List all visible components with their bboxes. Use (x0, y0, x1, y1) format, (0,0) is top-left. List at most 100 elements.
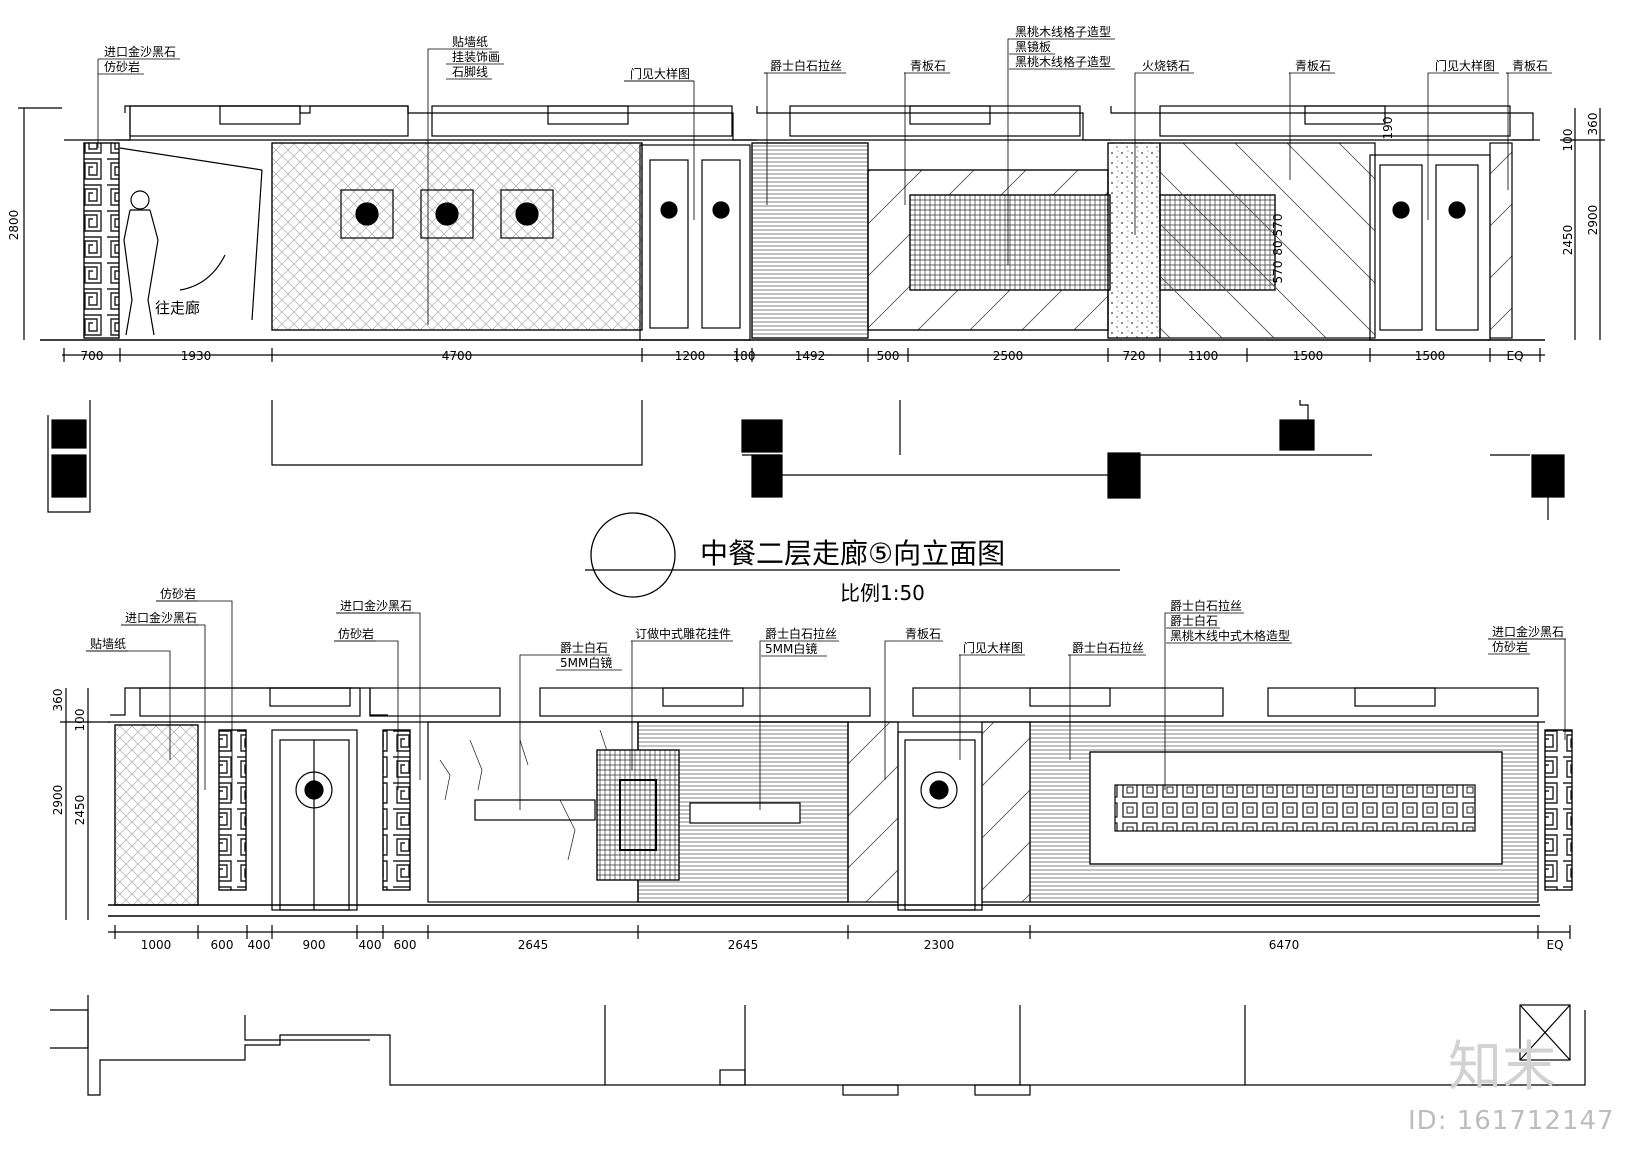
bottom-left-height-2450: 2450 (73, 795, 87, 826)
top-dim-label: 500 (877, 349, 900, 363)
top-label-text: 贴墙纸 (452, 35, 488, 49)
top-label-3: 门见大样图 (624, 66, 695, 220)
top-dim-label: 1500 (1415, 349, 1446, 363)
top-label-text: 爵士白石拉丝 (770, 58, 842, 73)
bottom-label-1: 贴墙纸 (86, 637, 171, 760)
bottom-label-text: 5MM白镜 (765, 641, 817, 656)
top-right-height-2900: 2900 (1586, 205, 1600, 236)
bottom-dim-label: 600 (211, 938, 234, 952)
top-dim-label: EQ (1506, 349, 1523, 363)
bottom-label-text: 爵士白石拉丝 (1072, 640, 1144, 655)
top-wood-grid (909, 194, 1111, 291)
bottom-label-text: 进口金沙黑石 (125, 610, 197, 625)
bottom-label-text: 订做中式雕花挂件 (635, 626, 731, 641)
top-label-4: 爵士白石拉丝 (764, 58, 846, 205)
top-dim-label: 1492 (795, 349, 826, 363)
top-plan-strip (47, 400, 1565, 520)
bottom-wallpaper-panel (114, 724, 199, 906)
bottom-door-2 (897, 731, 983, 911)
top-ceiling-profile (64, 105, 1540, 141)
top-fret-panel (83, 142, 120, 339)
top-dim-label: 1930 (181, 349, 212, 363)
top-label-text: 黑镜板 (1015, 39, 1051, 54)
top-dim-label: 1500 (1293, 349, 1324, 363)
bottom-left-height-360: 360 (51, 689, 65, 712)
top-dim-label: 700 (81, 349, 104, 363)
top-striped-panel (751, 142, 869, 339)
bottom-fret-panel-3 (1544, 729, 1573, 891)
bottom-label-text: 爵士白石拉丝 (765, 626, 837, 641)
inner-height-3: 570 (1271, 261, 1285, 284)
top-right-height-190: 190 (1381, 117, 1395, 140)
top-label-text: 门见大样图 (630, 66, 690, 81)
bottom-label-text: 青板石 (905, 627, 941, 641)
bottom-fret-panel-1 (218, 729, 247, 891)
top-label-text: 青板石 (1295, 59, 1331, 73)
watermark-id: ID: 161712147 (1408, 1106, 1615, 1136)
top-label-text: 挂装饰画 (452, 50, 500, 64)
bottom-door-1 (271, 729, 358, 911)
top-label-text: 石脚线 (452, 64, 488, 79)
bottom-label-5: 仿砂岩 (334, 626, 399, 790)
top-label-7: 火烧锈石 (1134, 59, 1194, 235)
bottom-label-text: 5MM白镜 (560, 655, 612, 670)
bottom-label-2: 进口金沙黑石 (121, 610, 206, 790)
bottom-dim-label: 1000 (141, 938, 172, 952)
top-framed-art (340, 189, 554, 239)
bottom-label-7: 订做中式雕花挂件 (631, 626, 733, 770)
bottom-label-4: 进口金沙黑石 (336, 598, 421, 780)
bottom-label-text: 爵士白石 (1170, 613, 1218, 628)
bottom-carved-hanging (596, 749, 680, 881)
bottom-plan-strip (50, 995, 1586, 1096)
bottom-elevation (50, 687, 1586, 1096)
bottom-label-text: 仿砂岩 (1492, 639, 1528, 654)
bottom-label-11: 爵士白石拉丝 (1068, 640, 1146, 760)
top-door-left (639, 144, 751, 341)
top-dim-label: 4700 (442, 349, 473, 363)
top-dim-label: 180 (733, 349, 756, 363)
top-label-text: 门见大样图 (1435, 58, 1495, 73)
bottom-label-3: 仿砂岩 (156, 586, 233, 800)
top-right-height-360: 360 (1586, 113, 1600, 136)
drawing-title: 中餐二层走廊⑤向立面图 (700, 537, 1005, 570)
top-dim-label: 1200 (675, 349, 706, 363)
top-label-9: 门见大样图 (1427, 58, 1499, 220)
top-wallpaper-panel (271, 142, 643, 331)
top-label-text: 进口金沙黑石 (104, 44, 176, 59)
top-label-5: 青板石 (904, 59, 950, 205)
inner-height-1: 570 (1271, 214, 1285, 237)
bottom-label-10: 门见大样图 (959, 640, 1025, 760)
top-dim-ticks (63, 348, 1541, 362)
bottom-label-text: 仿砂岩 (338, 626, 374, 641)
corridor-text: 往走廊 (155, 299, 200, 317)
inner-height-2: 80 (1271, 240, 1285, 255)
top-dim-label: 1100 (1188, 349, 1219, 363)
bottom-dim-label: 2645 (728, 938, 759, 952)
bottom-dim-label: 2300 (924, 938, 955, 952)
bottom-label-text: 进口金沙黑石 (340, 598, 412, 613)
bottom-dim-label: 400 (248, 938, 271, 952)
bottom-label-text: 爵士白石 (560, 640, 608, 655)
top-dim-label: 2500 (993, 349, 1024, 363)
bottom-ceiling-profile (108, 687, 1545, 723)
top-label-text: 青板石 (910, 59, 946, 73)
title-block: 中餐二层走廊⑤向立面图 比例1:50 (585, 512, 1120, 605)
bottom-label-text: 门见大样图 (963, 640, 1023, 655)
top-label-8: 青板石 (1289, 59, 1335, 180)
bottom-label-text: 仿砂岩 (160, 586, 196, 601)
bottom-fret-panel-2 (382, 729, 411, 891)
top-label-text: 火烧锈石 (1142, 59, 1190, 73)
top-elevation (18, 105, 1605, 520)
top-right-height-2450: 2450 (1561, 225, 1575, 256)
top-stone-column (1107, 142, 1161, 339)
bottom-dim-ticks (114, 925, 1571, 939)
bottom-label-9: 青板石 (884, 627, 943, 780)
